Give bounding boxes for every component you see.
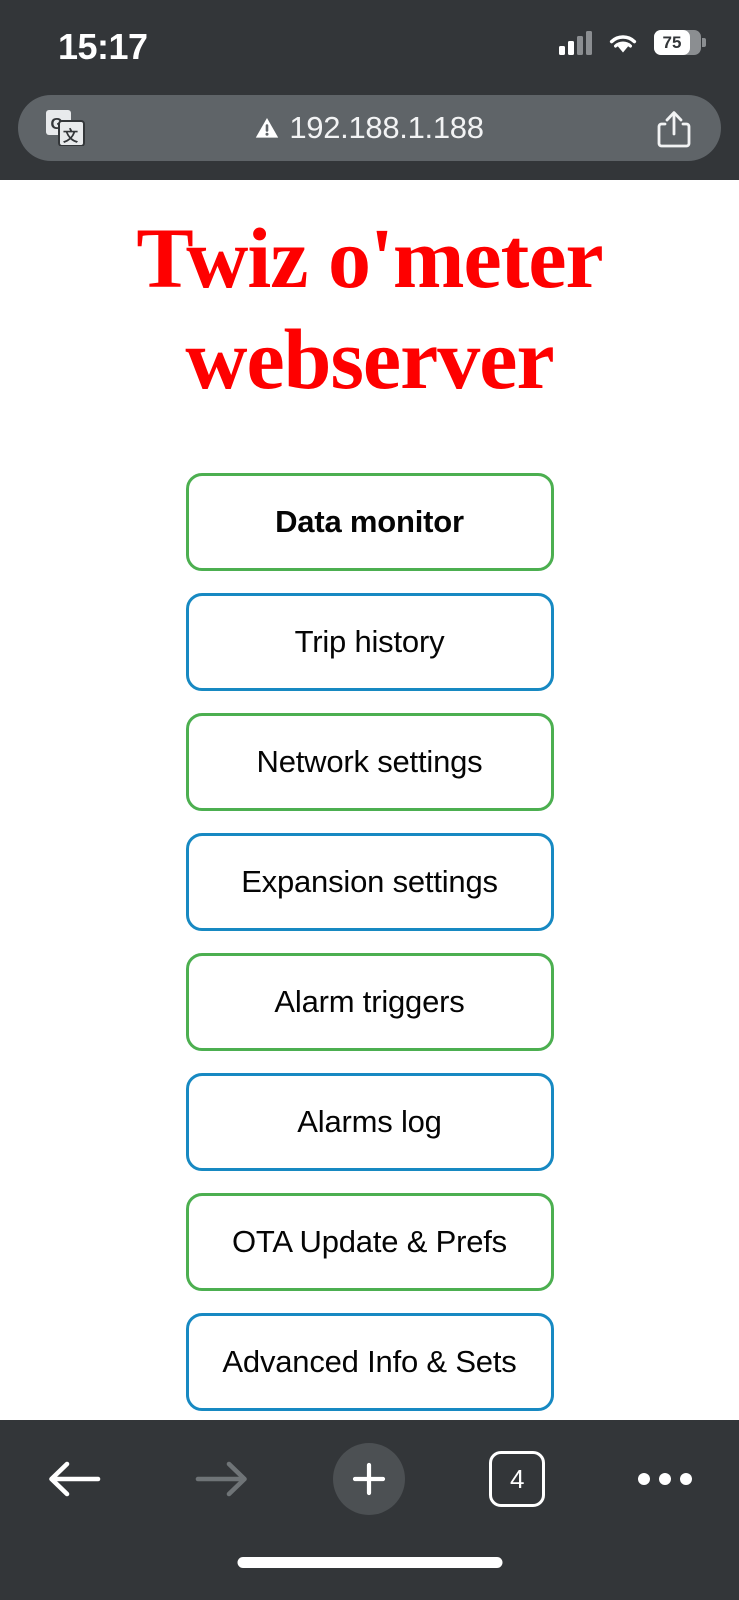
tab-count-label: 4: [510, 1464, 525, 1494]
wifi-icon: [607, 31, 639, 55]
url-bar[interactable]: G 文 192.188.1.188: [18, 95, 721, 161]
status-bar-icons: 75: [559, 30, 706, 55]
google-translate-icon[interactable]: G 文: [46, 110, 86, 147]
arrow-left-icon: [49, 1461, 101, 1497]
home-indicator: [237, 1557, 502, 1568]
menu-button-ota-update-prefs[interactable]: OTA Update & Prefs: [185, 1192, 554, 1291]
browser-toolbar: 4: [0, 1420, 739, 1538]
menu-button-trip-history[interactable]: Trip history: [185, 592, 554, 691]
share-icon[interactable]: [655, 109, 693, 149]
more-horizontal-icon: [638, 1473, 693, 1485]
menu-button-alarm-triggers[interactable]: Alarm triggers: [185, 952, 554, 1051]
url-display[interactable]: 192.188.1.188: [18, 95, 721, 161]
web-page-content: Twiz o'meter webserver Data monitor Trip…: [0, 180, 739, 1420]
menu-button-alarms-log[interactable]: Alarms log: [185, 1072, 554, 1171]
menu-button-advanced-info-sets[interactable]: Advanced Info & Sets: [185, 1312, 554, 1411]
url-text: 192.188.1.188: [289, 110, 484, 145]
status-bar-clock: 15:17: [58, 26, 148, 67]
new-tab-button[interactable]: [333, 1443, 406, 1515]
menu-button-expansion-settings[interactable]: Expansion settings: [185, 832, 554, 931]
browser-top-chrome: 15:17 75: [0, 0, 739, 180]
status-bar: 15:17 75: [0, 0, 739, 82]
not-secure-warning-icon: [255, 117, 279, 139]
page-title: Twiz o'meter webserver: [136, 210, 603, 408]
menu-button-data-monitor[interactable]: Data monitor: [185, 472, 554, 571]
cellular-signal-icon: [559, 30, 592, 55]
menu-list: Data monitor Trip history Network settin…: [0, 472, 739, 1411]
plus-icon: [353, 1462, 386, 1496]
back-button[interactable]: [0, 1420, 148, 1538]
arrow-right-icon: [195, 1461, 247, 1497]
browser-bottom-chrome: 4: [0, 1420, 739, 1600]
forward-button[interactable]: [148, 1420, 296, 1538]
tab-switcher-button-slot: 4: [443, 1420, 591, 1538]
svg-text:文: 文: [63, 127, 79, 145]
battery-percent-label: 75: [662, 33, 682, 52]
menu-button-network-settings[interactable]: Network settings: [185, 712, 554, 811]
new-tab-button-slot: [296, 1420, 444, 1538]
battery-icon: 75: [654, 30, 706, 55]
tab-switcher-button[interactable]: 4: [489, 1451, 546, 1507]
more-menu-button[interactable]: [591, 1420, 739, 1538]
